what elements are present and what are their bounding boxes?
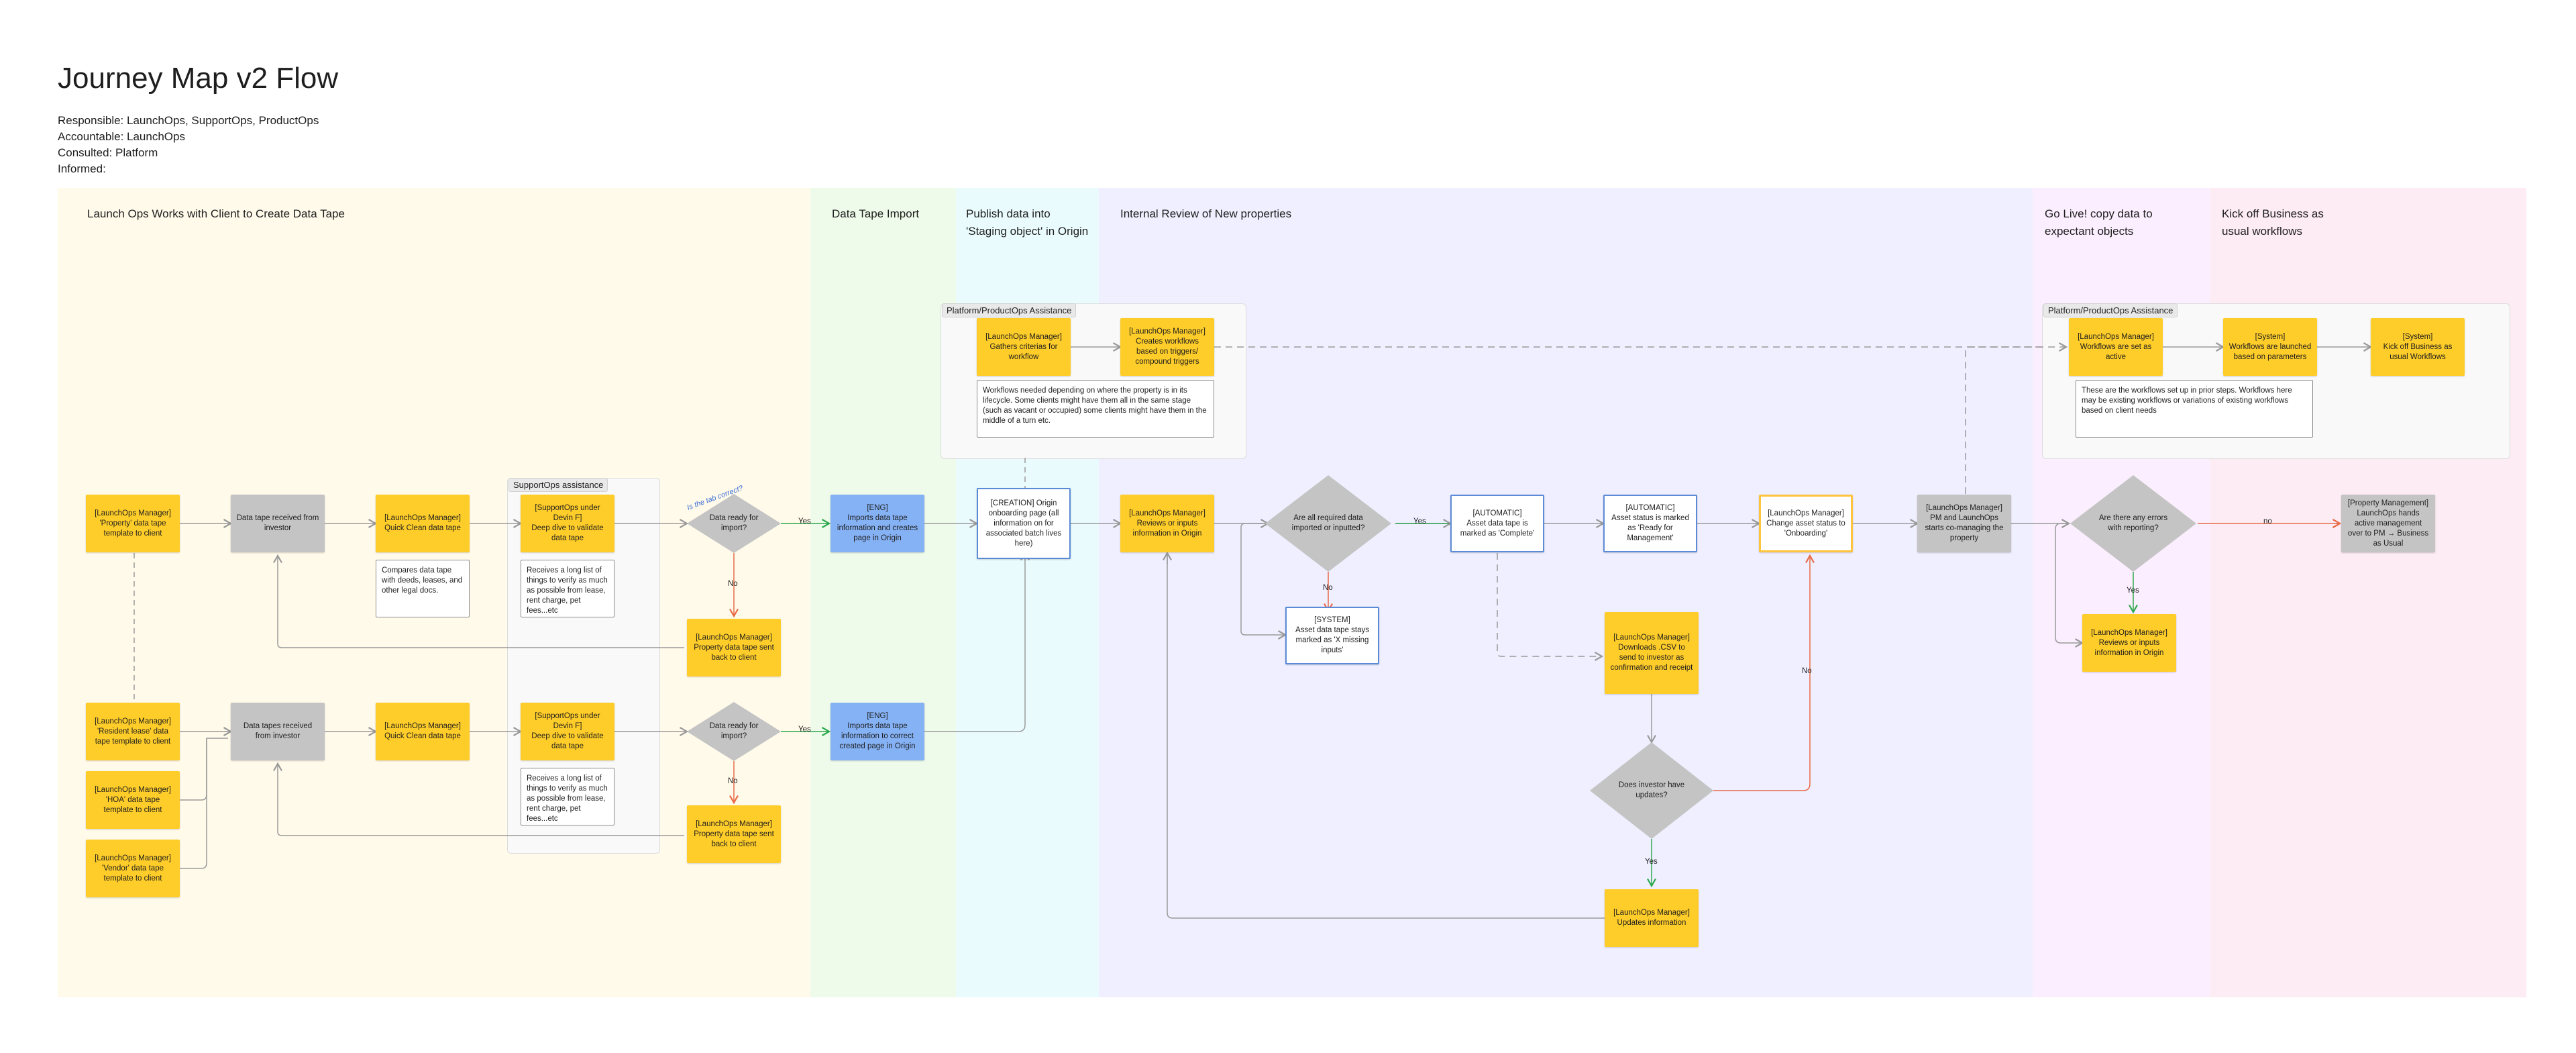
lane-title-kickoff-1: Kick off Business as	[2222, 207, 2324, 220]
diamond-errors-reporting	[2070, 475, 2196, 572]
informed-text: Informed:	[58, 162, 106, 175]
label-yes-4: Yes	[1645, 858, 1658, 866]
diamond-text-data-ready-2: Data ready for import?	[709, 722, 759, 740]
responsible-text: Responsible: LaunchOps, SupportOps, Prod…	[58, 114, 319, 127]
note-workflows-needed: Workflows needed depending on where the …	[977, 380, 1214, 438]
label-yes-1: Yes	[798, 517, 811, 525]
label-yes-5: Yes	[2127, 587, 2139, 595]
card-reviews-1[interactable]: [LaunchOps Manager]Reviews or inputs inf…	[1120, 495, 1214, 552]
card-property-mgmt[interactable]: [Property Management]LaunchOps hands act…	[2341, 495, 2435, 552]
label-no-2: No	[728, 777, 738, 785]
card-lm-property[interactable]: [LaunchOps Manager]'Property' data tape …	[86, 495, 180, 552]
label-yes-3: Yes	[1413, 517, 1426, 525]
card-change-status[interactable]: [LaunchOps Manager]Change asset status t…	[1759, 495, 1853, 552]
card-workflows-active[interactable]: [LaunchOps Manager]Workflows are set as …	[2069, 318, 2163, 376]
diamond-text-errors-reporting: Are there any errors with reporting?	[2098, 514, 2168, 532]
card-system-missing[interactable]: [SYSTEM]Asset data tape stays marked as …	[1285, 607, 1379, 664]
lane-title-create-tape: Launch Ops Works with Client to Create D…	[87, 207, 345, 220]
page-title: Journey Map v2 Flow	[58, 62, 339, 95]
diamond-all-required	[1265, 475, 1391, 572]
lane-title-internal-review: Internal Review of New properties	[1120, 207, 1292, 220]
card-property-sent-back-1[interactable]: [LaunchOps Manager]Property data tape se…	[687, 619, 781, 676]
diamond-data-ready-1	[687, 494, 781, 553]
card-quick-clean-2[interactable]: [LaunchOps Manager]Quick Clean data tape	[376, 703, 470, 760]
card-system-kickoff[interactable]: [System]Kick off Business as usual Workf…	[2371, 318, 2465, 376]
card-support-devin-1[interactable]: [SupportOps under Devin F]Deep dive to v…	[521, 495, 614, 552]
diamond-data-ready-2	[687, 702, 781, 761]
lane-internal-review	[1099, 188, 2033, 997]
card-lm-vendor[interactable]: [LaunchOps Manager]'Vendor' data tape te…	[86, 840, 180, 897]
lane-title-publish-1: Publish data into	[966, 207, 1051, 220]
lane-tape-import	[810, 188, 956, 997]
card-quick-clean-1[interactable]: [LaunchOps Manager]Quick Clean data tape	[376, 495, 470, 552]
card-lm-hoa[interactable]: [LaunchOps Manager]'HOA' data tape templ…	[86, 771, 180, 829]
card-tapes-received[interactable]: Data tapes received from investor	[231, 703, 325, 760]
card-property-sent-back-2[interactable]: [LaunchOps Manager]Property data tape se…	[687, 805, 781, 863]
diamond-text-data-ready-1: Data ready for import?	[709, 514, 759, 532]
lane-title-publish-2: 'Staging object' in Origin	[966, 225, 1089, 238]
card-updates-info[interactable]: [LaunchOps Manager]Updates information	[1605, 889, 1699, 947]
card-creates-workflows[interactable]: [LaunchOps Manager]Creates workflows bas…	[1120, 318, 1214, 376]
panel-label-platform-left: Platform/ProductOps Assistance	[942, 303, 1077, 317]
card-system-launched[interactable]: [System]Workflows are launched based on …	[2223, 318, 2317, 376]
label-no-4: No	[1802, 667, 1812, 675]
lane-title-go-live-1: Go Live! copy data to	[2045, 207, 2153, 220]
note-compares: Compares data tape with deeds, leases, a…	[376, 560, 470, 617]
card-eng-import-2[interactable]: [ENG]Imports data tape information to co…	[830, 703, 924, 760]
card-support-devin-2[interactable]: [SupportOps under Devin F]Deep dive to v…	[521, 703, 614, 760]
label-no-5: no	[2263, 517, 2272, 525]
card-gathers-criteria[interactable]: [LaunchOps Manager]Gathers criterias for…	[977, 318, 1071, 376]
note-long-list-1: Receives a long list of things to verify…	[521, 560, 614, 617]
diamond-text-investor-updates: Does investor have updates?	[1618, 781, 1685, 799]
accountable-text: Accountable: LaunchOps	[58, 130, 185, 143]
note-workflows-setup: These are the workflows set up in prior …	[2076, 380, 2313, 438]
card-automatic-ready[interactable]: [AUTOMATIC]Asset status is marked as 'Re…	[1603, 495, 1697, 552]
lane-title-go-live-2: expectant objects	[2045, 225, 2134, 238]
card-tape-received[interactable]: Data tape received from investor	[231, 495, 325, 552]
diamond-investor-updates	[1590, 742, 1713, 839]
label-no-3: No	[1323, 584, 1333, 592]
consulted-text: Consulted: Platform	[58, 146, 158, 159]
panel-label-support-ops: SupportOps assistance	[508, 478, 608, 492]
card-eng-import-1[interactable]: [ENG]Imports data tape information and c…	[830, 495, 924, 552]
card-lm-resident[interactable]: [LaunchOps Manager]'Resident lease' data…	[86, 703, 180, 760]
lane-title-kickoff-2: usual workflows	[2222, 225, 2302, 238]
note-long-list-2: Receives a long list of things to verify…	[521, 768, 614, 825]
diamond-text-all-required: Are all required data imported or inputt…	[1291, 514, 1365, 532]
card-pm-launchops[interactable]: [LaunchOps Manager]PM and LaunchOps star…	[1917, 495, 2011, 552]
label-no-1: No	[728, 580, 738, 588]
card-automatic-complete[interactable]: [AUTOMATIC]Asset data tape is marked as …	[1450, 495, 1544, 552]
label-yes-2: Yes	[798, 725, 811, 734]
panel-label-platform-right: Platform/ProductOps Assistance	[2043, 303, 2178, 317]
lane-title-tape-import: Data Tape Import	[832, 207, 920, 220]
card-creation[interactable]: [CREATION] Origin onboarding page (all i…	[977, 488, 1071, 559]
card-reviews-2[interactable]: [LaunchOps Manager]Reviews or inputs inf…	[2082, 614, 2176, 672]
card-downloads-csv[interactable]: [LaunchOps Manager]Downloads .CSV to sen…	[1605, 612, 1699, 694]
